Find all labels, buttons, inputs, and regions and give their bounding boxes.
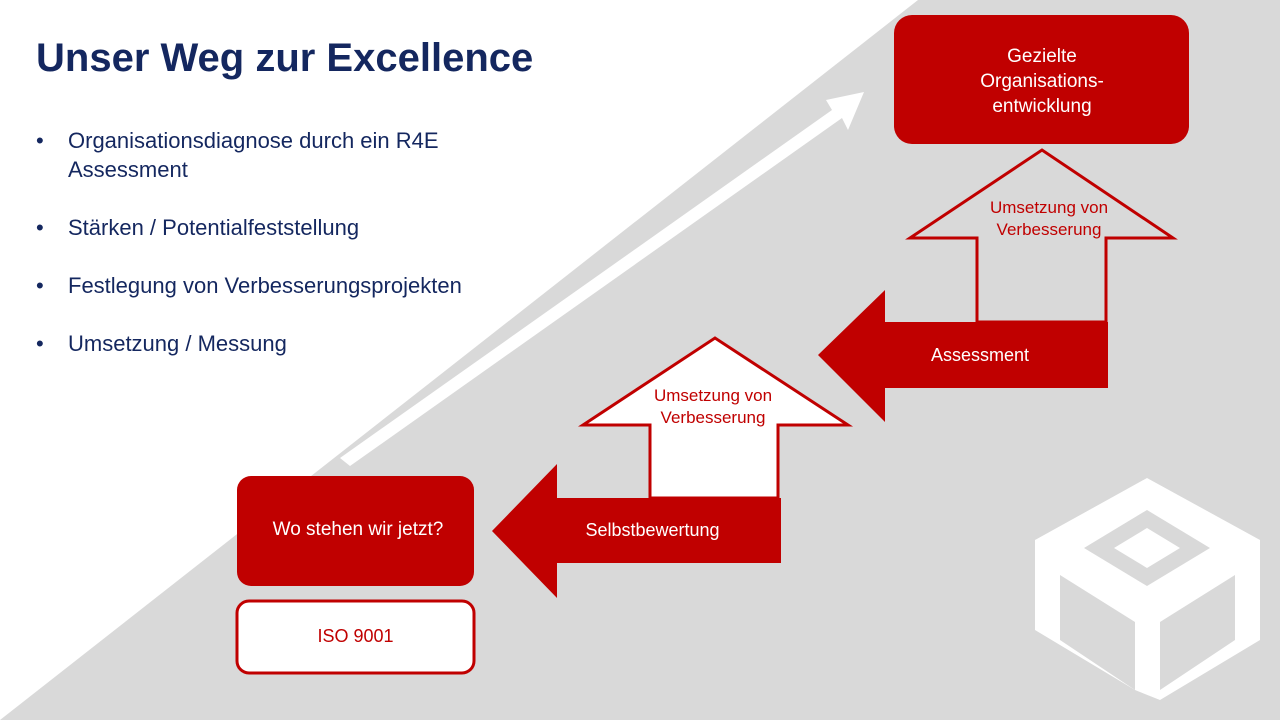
start-box-label: Wo stehen wir jetzt?	[272, 519, 444, 540]
umsetzung-house-2	[905, 148, 1178, 324]
umsetzung-label-2: Umsetzung von Verbesserung	[989, 198, 1109, 239]
iso-box	[235, 599, 476, 675]
selbstbewertung-label: Selbstbewertung	[585, 520, 720, 540]
bullet-dot: •	[36, 215, 44, 240]
bullet-text: Organisationsdiagnose durch ein R4E Asse…	[68, 128, 439, 182]
bullet-item: • Stärken / Potentialfeststellung	[36, 213, 496, 242]
bullet-dot: •	[36, 331, 44, 356]
umsetzung-house-1	[577, 336, 854, 500]
selbstbewertung-arrow	[492, 464, 781, 598]
iso-box-label: ISO 9001	[317, 626, 394, 646]
start-box	[237, 476, 474, 586]
bullet-text: Festlegung von Verbesserungsprojekten	[68, 273, 462, 298]
bullet-list: • Organisationsdiagnose durch ein R4E Ass…	[36, 126, 496, 387]
bullet-item: • Festlegung von Verbesserungsprojekten	[36, 271, 496, 300]
bullet-text: Stärken / Potentialfeststellung	[68, 215, 360, 240]
assessment-label: Assessment	[930, 345, 1030, 365]
bullet-text: Umsetzung / Messung	[68, 331, 287, 356]
goal-box-label: Gezielte Organisations-entwicklung	[980, 46, 1104, 117]
slide-title: Unser Weg zur Excellence	[36, 36, 534, 80]
umsetzung-label-1: Umsetzung von Verbesserung	[653, 386, 773, 427]
progress-arrow	[340, 92, 864, 466]
cube-logo	[1035, 478, 1260, 700]
bullet-item: • Organisationsdiagnose durch ein R4E Ass…	[36, 126, 496, 184]
bullet-dot: •	[36, 273, 44, 298]
bullet-dot: •	[36, 128, 44, 153]
goal-box	[894, 15, 1189, 144]
bullet-item: • Umsetzung / Messung	[36, 329, 496, 358]
